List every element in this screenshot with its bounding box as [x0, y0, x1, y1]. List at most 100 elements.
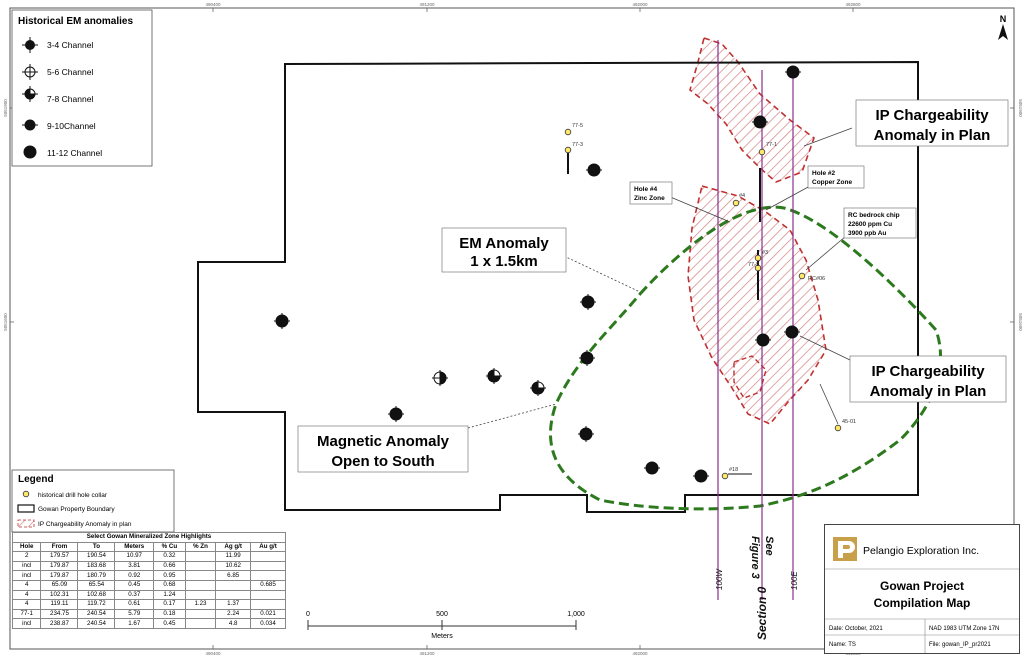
coord-bottom-3: 492000 — [632, 651, 648, 656]
coord-top-4: 492800 — [845, 2, 861, 7]
svg-text:Open to South: Open to South — [331, 453, 434, 470]
svg-text:3900 ppb Au: 3900 ppb Au — [848, 230, 886, 237]
em-symbol — [693, 469, 709, 483]
svg-text:historical drill hole collar: historical drill hole collar — [38, 492, 108, 499]
collar-45-01 — [834, 424, 842, 432]
boundary-symbol — [17, 504, 35, 513]
section-label-100w: 100W — [715, 568, 724, 590]
title-block: Pelangio Exploration Inc. Gowan Project … — [824, 524, 1020, 654]
magnetic-anomaly-outline — [549, 205, 942, 511]
collar-77-2 — [754, 264, 762, 272]
drill-labels: 77-5 77-3 77-1 #4 #3 77-2 RC#06 45-01 #1… — [572, 123, 856, 473]
svg-text:22600 ppm Cu: 22600 ppm Cu — [848, 221, 892, 228]
header-zn: % Zn — [184, 541, 217, 553]
map-author: Name: TS — [829, 642, 856, 648]
collar-77-5 — [564, 128, 572, 136]
collar-4 — [732, 199, 740, 207]
em-symbol — [755, 333, 771, 347]
label-18: #18 — [729, 467, 738, 473]
em-symbol — [580, 294, 596, 310]
coord-bottom-2: 491200 — [419, 651, 435, 656]
em-legend: Historical EM anomalies 3-4 Channel 5-6 … — [11, 9, 153, 167]
collar-77-1 — [758, 148, 766, 156]
em-symbol — [388, 406, 404, 422]
em-symbol — [530, 380, 546, 396]
em-7-8-symbol — [22, 86, 38, 102]
svg-text:7-8 Channel: 7-8 Channel — [47, 94, 93, 104]
see-label: See — [763, 536, 775, 556]
label-3: #3 — [762, 250, 768, 256]
svg-text:IP Chargeability: IP Chargeability — [871, 363, 985, 380]
svg-text:Anomaly in Plan: Anomaly in Plan — [874, 127, 991, 144]
legend: Legend historical drill hole collar Gowa… — [11, 469, 175, 533]
svg-text:11-12 Channel: 11-12 Channel — [47, 148, 102, 158]
ip-anomaly-inner — [733, 355, 767, 399]
callout-magnetic: Magnetic Anomaly Open to South — [297, 425, 469, 473]
header-hole: Hole — [11, 541, 42, 553]
map-frame — [9, 7, 1015, 650]
svg-text:9-10Channel: 9-10Channel — [47, 121, 96, 131]
callout-hole4: Hole #4 Zinc Zone — [629, 181, 673, 205]
svg-text:Magnetic Anomaly: Magnetic Anomaly — [317, 433, 450, 450]
em-symbol — [752, 115, 768, 129]
svg-text:3-4 Channel: 3-4 Channel — [47, 40, 93, 50]
callout-ip-top: IP Chargeability Anomaly in Plan — [855, 99, 1009, 147]
label-rc06: RC#06 — [808, 276, 825, 282]
collar-3 — [754, 254, 762, 262]
svg-text:Hole #4: Hole #4 — [634, 186, 658, 193]
company-logo — [833, 537, 857, 561]
svg-text:5-6 Channel: 5-6 Channel — [47, 67, 93, 77]
label-45-01: 45-01 — [842, 419, 856, 425]
ip-hatch-symbol — [17, 519, 35, 528]
collar-77-3 — [564, 146, 572, 154]
em-3-4-symbol — [22, 37, 38, 53]
header-meters: Meters — [114, 541, 155, 553]
coord-side-1: 5051900 — [3, 99, 8, 117]
table-caption: Select Gowan Mineralized Zone Highlights — [12, 532, 286, 543]
map-title: Compilation Map — [874, 596, 971, 610]
section-label-0: Section 0 — [755, 586, 769, 640]
section-labels: 100W Section 0 100E See Figure 3 — [715, 536, 799, 640]
scale-tick-500: 500 — [436, 611, 448, 618]
svg-text:1 x 1.5km: 1 x 1.5km — [470, 253, 538, 270]
svg-text:IP Chargeability: IP Chargeability — [875, 107, 989, 124]
company-name: Pelangio Exploration Inc. — [863, 545, 979, 557]
em-anomaly-symbols — [274, 65, 801, 483]
svg-text:EM Anomaly: EM Anomaly — [459, 235, 549, 252]
svg-text:Copper Zone: Copper Zone — [812, 179, 852, 186]
property-boundary — [197, 60, 919, 513]
map-file: File: gowan_IP_pr2021 — [929, 642, 991, 648]
svg-text:IP Chargeability Anomaly in pl: IP Chargeability Anomaly in plan — [38, 521, 132, 528]
header-ag: Ag g/t — [215, 541, 252, 553]
collar-18 — [721, 472, 729, 480]
svg-text:Zinc Zone: Zinc Zone — [634, 195, 665, 202]
header-from: From — [40, 541, 79, 553]
label-4: #4 — [739, 193, 745, 199]
coord-top-2: 491200 — [419, 2, 435, 7]
coord-side-4: 5051600 — [1018, 313, 1023, 331]
coord-top-1: 490400 — [205, 2, 221, 7]
label-77-5: 77-5 — [572, 123, 583, 129]
em-11-12-symbol — [23, 145, 37, 159]
callout-ip-right: IP Chargeability Anomaly in Plan — [849, 355, 1007, 403]
scale-tick-0: 0 — [306, 611, 310, 618]
coord-top-3: 492000 — [632, 2, 648, 7]
em-symbol — [579, 350, 595, 366]
callout-hole2: Hole #2 Copper Zone — [807, 165, 865, 189]
em-symbol — [784, 325, 800, 339]
em-symbol — [274, 313, 290, 329]
leader-lines — [467, 127, 853, 429]
project-title: Gowan Project — [880, 579, 964, 593]
label-77-3: 77-3 — [572, 142, 583, 148]
em-symbol — [644, 461, 660, 475]
title-block-graphics: Pelangio Exploration Inc. Gowan Project … — [825, 537, 1019, 653]
scale-bar: 0 500 1,000 Meters — [306, 611, 585, 640]
em-legend-title: Historical EM anomalies — [18, 16, 133, 27]
